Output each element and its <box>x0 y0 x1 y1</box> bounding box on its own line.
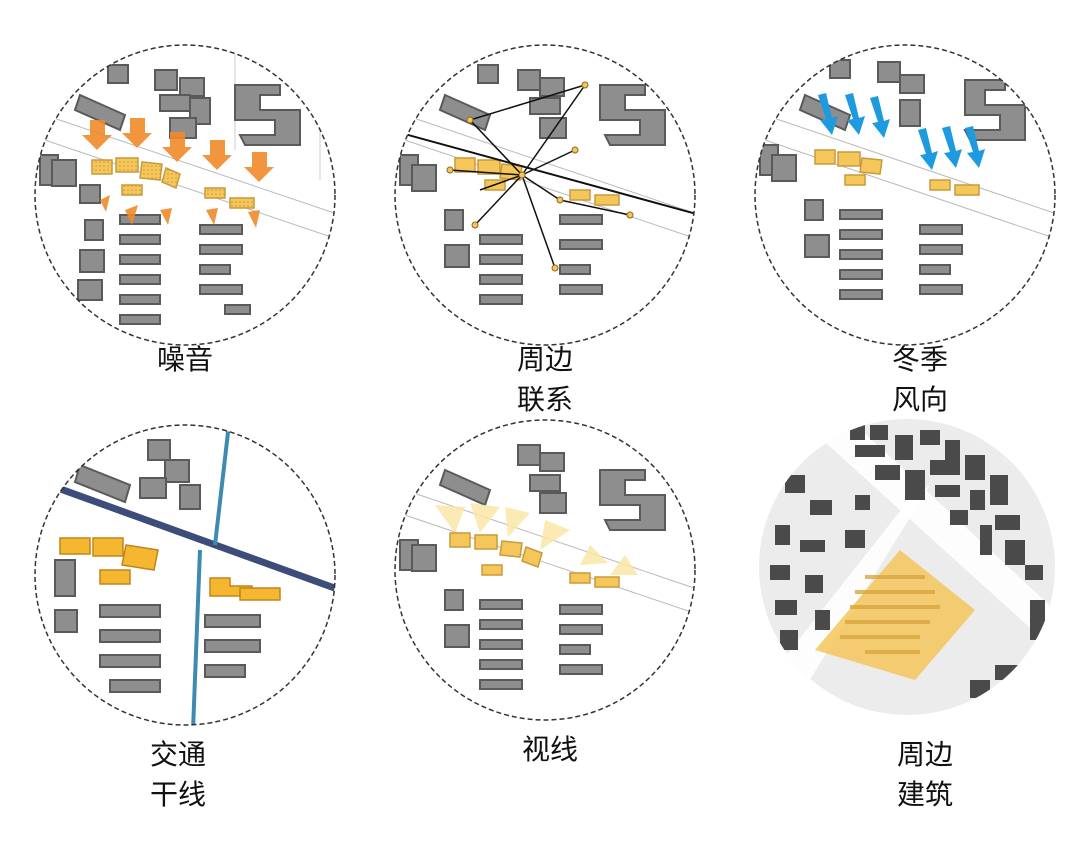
panel-traffic <box>30 420 340 730</box>
panel-winter-wind <box>750 40 1060 350</box>
caption-line: 冬季 <box>891 343 948 376</box>
map-base <box>35 45 335 345</box>
caption-noise: 噪音 <box>85 340 285 380</box>
surrounding-diagram <box>759 419 1055 715</box>
sight-cones <box>435 503 638 575</box>
caption-line: 周边 <box>516 343 573 376</box>
caption-line: 联系 <box>516 383 573 416</box>
caption-line: 交通 <box>149 738 206 771</box>
wind-diagram <box>754 44 1056 346</box>
caption-line: 视线 <box>521 733 578 766</box>
caption-surrounding: 周边 建筑 <box>825 735 1025 815</box>
caption-sightline: 视线 <box>450 730 650 770</box>
site-buildings <box>91 157 255 209</box>
caption-connections: 周边 联系 <box>445 340 645 420</box>
caption-line: 干线 <box>149 778 206 811</box>
sightline-diagram <box>394 419 696 721</box>
caption-line: 周边 <box>896 738 953 771</box>
main-road-diagonal <box>35 474 335 594</box>
panel-surrounding <box>755 415 1065 725</box>
connections-diagram <box>394 44 696 346</box>
road-south <box>191 549 202 725</box>
caption-winter-wind: 冬季 风向 <box>820 340 1020 420</box>
panel-sightline <box>390 415 700 725</box>
panel-connections <box>390 40 700 350</box>
panel-noise <box>30 40 340 350</box>
noise-diagram <box>34 44 336 346</box>
caption-traffic: 交通 干线 <box>78 735 278 815</box>
caption-line: 噪音 <box>156 343 213 376</box>
caption-line: 建筑 <box>896 778 953 811</box>
wind-arrows <box>818 93 985 170</box>
site-area <box>815 550 975 680</box>
traffic-diagram <box>34 424 336 726</box>
noise-arrows <box>82 118 274 228</box>
caption-line: 风向 <box>891 383 948 416</box>
connection-lines <box>449 84 631 269</box>
road-north <box>213 425 232 546</box>
